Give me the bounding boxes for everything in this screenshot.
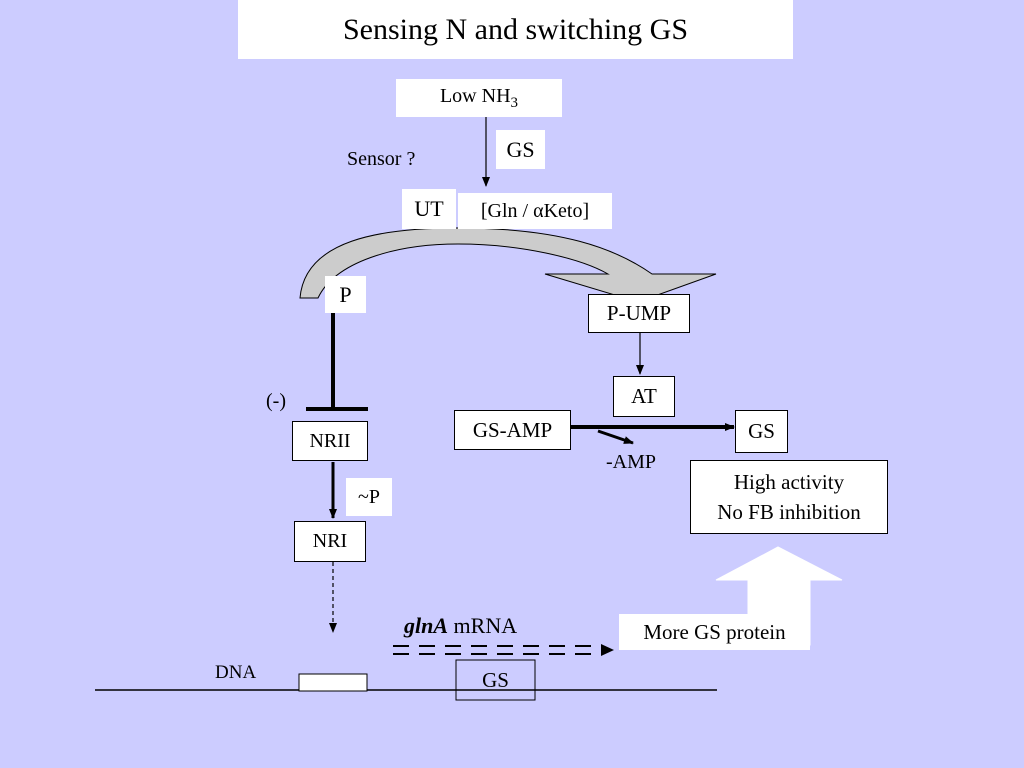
gs-gene-label: GS	[482, 667, 509, 692]
p-label: P	[339, 281, 352, 307]
p-box: P	[325, 276, 366, 313]
gln-keto-label: [Gln / αKeto]	[480, 199, 590, 222]
high-activity-line-2: No FB inhibition	[717, 500, 861, 524]
phosphate-label: ~P	[358, 485, 380, 508]
title-box: Sensing N and switching GS	[238, 0, 793, 59]
at-label: AT	[631, 384, 657, 408]
nrii-label: NRII	[309, 429, 351, 452]
low-nh3-label: Low NH3	[439, 84, 519, 111]
nri-box: NRI	[294, 521, 366, 562]
ut-box: UT	[402, 189, 456, 229]
gs-amp-label: GS-AMP	[472, 417, 553, 442]
ut-label: UT	[414, 196, 444, 221]
p-ump-label: P-UMP	[606, 301, 672, 325]
high-activity-box: High activity No FB inhibition	[690, 460, 888, 534]
p-ump-box: P-UMP	[588, 294, 690, 333]
gln-keto-box: [Gln / αKeto]	[458, 193, 612, 229]
increase-arrow	[715, 546, 843, 646]
page-title: Sensing N and switching GS	[343, 12, 688, 46]
gs-amp-box: GS-AMP	[454, 410, 571, 450]
high-activity-line-1: High activity	[733, 470, 845, 494]
dna-label: DNA	[215, 662, 257, 683]
inhibition-label: (-)	[266, 390, 286, 412]
gs-active-box: GS	[735, 410, 788, 453]
gs-gene-box	[455, 659, 536, 701]
nri-label: NRI	[312, 530, 348, 552]
curved-uridylylation-arrow	[299, 227, 717, 303]
gs-active-label: GS	[748, 419, 775, 443]
nrii-box: NRII	[292, 421, 368, 461]
minus-amp-label: -AMP	[606, 451, 657, 473]
more-gs-box: More GS protein	[619, 614, 810, 650]
promoter-box	[298, 673, 368, 692]
sensor-label: Sensor ?	[347, 148, 416, 170]
gs-top-box: GS	[496, 130, 545, 169]
mrna-arrowhead	[601, 644, 614, 656]
glna-mrna-label: glnA mRNA	[404, 613, 518, 638]
gs-top-label: GS	[506, 136, 535, 162]
amp-release-arrow	[597, 429, 634, 445]
more-gs-label: More GS protein	[643, 619, 786, 644]
low-nh3-label-box: Low NH3	[396, 79, 562, 117]
at-box: AT	[613, 376, 675, 417]
phosphate-box: ~P	[346, 478, 392, 516]
